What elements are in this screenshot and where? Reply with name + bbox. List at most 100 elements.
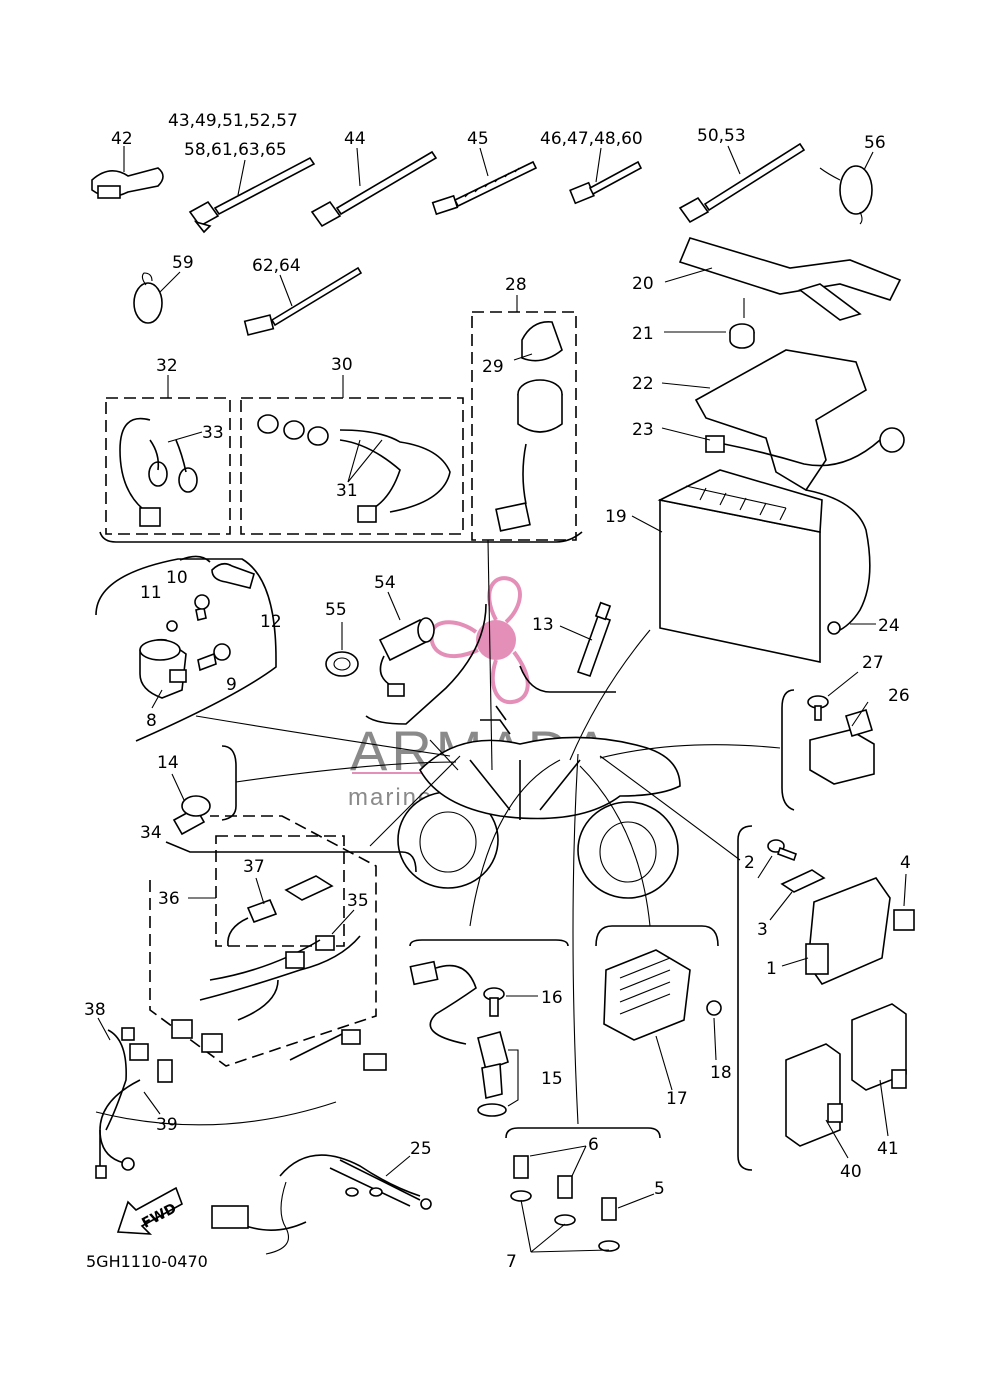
battery-lead-23 [661,427,905,467]
lead-box-30 [240,397,464,535]
bracket-3 [780,869,826,893]
ecu-40 [785,1043,849,1159]
callout-62: 62,64 [252,256,301,276]
callout-12: 12 [260,612,282,632]
rectifier-bracket [595,925,719,947]
callout-38: 38 [84,1000,106,1020]
callout-31: 31 [336,481,358,501]
callout-labels: 42 43,49,51,52,57 58,61,63,65 44 45 46,4… [84,111,911,1272]
ignition-coil-8 [139,638,187,709]
tie-loop-56 [819,151,874,225]
battery-19 [631,469,823,663]
callout-10: 10 [166,568,188,588]
callout-50: 50,53 [697,126,746,146]
cdi-unit-1 [781,877,891,985]
callout-40: 40 [840,1162,862,1182]
callout-16: 16 [541,988,563,1008]
nut-55 [325,622,359,677]
callout-18: 18 [710,1063,732,1083]
harness-bottom-line [95,1101,337,1126]
callout-43b: 58,61,63,65 [184,140,287,160]
lead-set-33 [119,417,203,527]
callout-17: 17 [666,1089,688,1109]
connector-4 [893,873,915,931]
callout-25: 25 [410,1139,432,1159]
cable-tie-62 [243,266,363,336]
main-harness [171,935,387,1071]
callout-7: 7 [506,1252,517,1272]
callout-2: 2 [744,853,755,873]
bolt-2 [757,839,798,879]
socket-bracket [365,603,487,725]
leader-lines [195,539,781,1125]
plug-cap-12 [179,555,255,589]
dc-socket-54 [378,591,435,697]
callout-23: 23 [632,420,654,440]
sensor-15 [409,960,519,1117]
callout-14: 14 [157,753,179,773]
fwd-direction-icon: FWD [116,1186,183,1235]
atv-vehicle [397,705,681,899]
callout-43: 43,49,51,52,57 [168,111,298,131]
bolt-9 [197,643,231,672]
callout-8: 8 [146,711,157,731]
callout-55: 55 [325,600,347,620]
callout-28: 28 [505,275,527,295]
fuse-37 [227,875,334,947]
sensor-bracket [221,745,237,821]
callout-46: 46,47,48,60 [540,129,643,149]
lead-39 [95,1059,173,1179]
cdi-bracket [737,825,753,1171]
callout-9: 9 [226,675,237,695]
callout-1: 1 [766,959,777,979]
bolt-18 [706,1000,722,1061]
callout-21: 21 [632,324,654,344]
callout-4: 4 [900,853,911,873]
tie-loop-59 [133,271,181,324]
callout-29: 29 [482,357,504,377]
callout-24: 24 [878,616,900,636]
callout-41: 41 [877,1139,899,1159]
bolt-16 [483,987,538,1017]
callout-32: 32 [156,356,178,376]
battery-cap-21 [664,298,755,349]
cable-tie-43 [188,156,316,234]
callout-20: 20 [632,274,654,294]
callout-42: 42 [111,129,133,149]
callout-34: 34 [140,823,162,843]
coil-bracket [95,558,277,742]
plug-bracket [519,665,616,693]
callout-22: 22 [632,374,654,394]
connector-35 [315,909,355,951]
callout-59: 59 [172,253,194,273]
callout-36: 36 [158,889,180,909]
rectifier-17 [603,949,691,1091]
cable-clamp-42 [91,146,164,199]
callout-33: 33 [202,423,224,443]
cable-tie-44 [310,147,438,228]
main-switch-29 [495,321,563,532]
callout-45: 45 [467,129,489,149]
callout-56: 56 [864,133,886,153]
sensor-14 [171,773,211,836]
spark-plug-13 [559,601,612,678]
battery-cable-24 [805,489,876,635]
harness-box-34 [149,815,377,1067]
lead-box-32 [105,397,231,535]
wire-25 [211,1154,432,1255]
callout-26: 26 [888,686,910,706]
lead-bracket [99,531,583,543]
callout-13: 13 [532,615,554,635]
callout-5: 5 [654,1179,665,1199]
callout-27: 27 [862,653,884,673]
starter-relay-26 [809,701,875,785]
bolt-10 [194,594,210,621]
callout-54: 54 [374,573,396,593]
callout-6: 6 [588,1135,599,1155]
ecu-41 [851,1003,907,1137]
callout-35: 35 [347,891,369,911]
lead-38 [97,1017,149,1131]
lead-set-31 [257,414,451,523]
cable-tie-50 [678,142,806,224]
